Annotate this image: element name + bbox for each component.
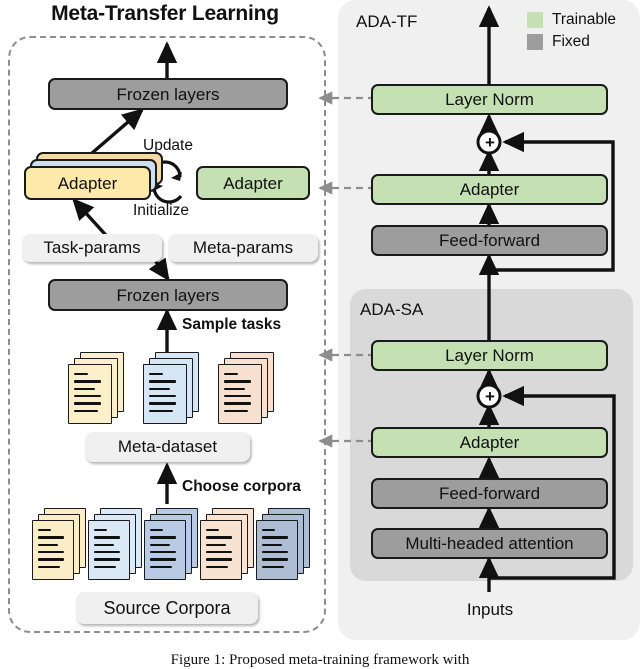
document-sheet-front — [200, 520, 242, 580]
ada-sa-label: ADA-SA — [360, 300, 424, 319]
legend-row-trainable: Trainable — [527, 11, 616, 29]
task-params-chip: Task-params — [22, 234, 162, 262]
legend-label-trainable: Trainable — [552, 11, 617, 28]
frozen-layers-mid-block: Frozen layers — [48, 279, 288, 311]
source-corpus-stack-yellow — [32, 508, 86, 580]
update-label: Update — [143, 137, 193, 154]
document-sheet-front — [68, 364, 112, 424]
figure-caption: Figure 1: Proposed meta-training framewo… — [170, 652, 470, 668]
adapter-meta-block: Adapter — [196, 166, 310, 200]
initialize-label: Initialize — [133, 202, 189, 219]
add-symbol-ada-sa: + — [485, 387, 495, 406]
choose-corpora-label: Choose corpora — [182, 478, 301, 495]
ada-tf-label: ADA-TF — [356, 12, 418, 31]
document-sheet-front — [88, 520, 130, 580]
inputs-label: Inputs — [466, 600, 514, 619]
source-corpus-stack-peach — [200, 508, 254, 580]
page-title: Meta-Transfer Learning — [51, 2, 279, 25]
legend-row-fixed: Fixed — [527, 33, 616, 51]
document-sheet-front — [32, 520, 74, 580]
frozen-layers-top-block: Frozen layers — [48, 78, 288, 110]
source-corpus-stack-lightblue — [88, 508, 142, 580]
legend-label-fixed: Fixed — [552, 33, 590, 50]
document-sheet-front — [143, 364, 187, 424]
ada-tf-adapter-block: Adapter — [371, 174, 608, 205]
ada-sa-attention-block: Multi-headed attention — [371, 528, 608, 559]
meta-dataset-stack-blue — [143, 352, 199, 424]
meta-params-chip: Meta-params — [168, 234, 318, 262]
add-node-ada-sa — [476, 383, 502, 409]
add-node-ada-tf — [476, 129, 502, 155]
document-sheet-front — [144, 520, 186, 580]
source-corpus-stack-blue — [144, 508, 198, 580]
legend-swatch-trainable — [527, 12, 543, 28]
document-sheet-front — [218, 364, 262, 424]
source-corpus-stack-slate — [256, 508, 310, 580]
meta-dataset-chip: Meta-dataset — [85, 432, 250, 462]
ada-sa-layer-norm-block: Layer Norm — [371, 340, 608, 371]
ada-tf-layer-norm-block: Layer Norm — [371, 84, 608, 115]
meta-dataset-stack-yellow — [68, 352, 124, 424]
ada-sa-adapter-block: Adapter — [371, 427, 608, 458]
source-corpora-chip: Source Corpora — [76, 592, 258, 624]
add-symbol-ada-tf: + — [485, 133, 495, 152]
document-sheet-front — [256, 520, 298, 580]
sample-tasks-label: Sample tasks — [182, 316, 282, 333]
ada-tf-feed-forward-block: Feed-forward — [371, 225, 608, 256]
ada-sa-feed-forward-block: Feed-forward — [371, 478, 608, 509]
meta-dataset-stack-peach — [218, 352, 274, 424]
legend: Trainable Fixed — [527, 11, 616, 51]
adapter-task-block: Adapter — [24, 166, 151, 200]
legend-swatch-fixed — [527, 34, 543, 50]
